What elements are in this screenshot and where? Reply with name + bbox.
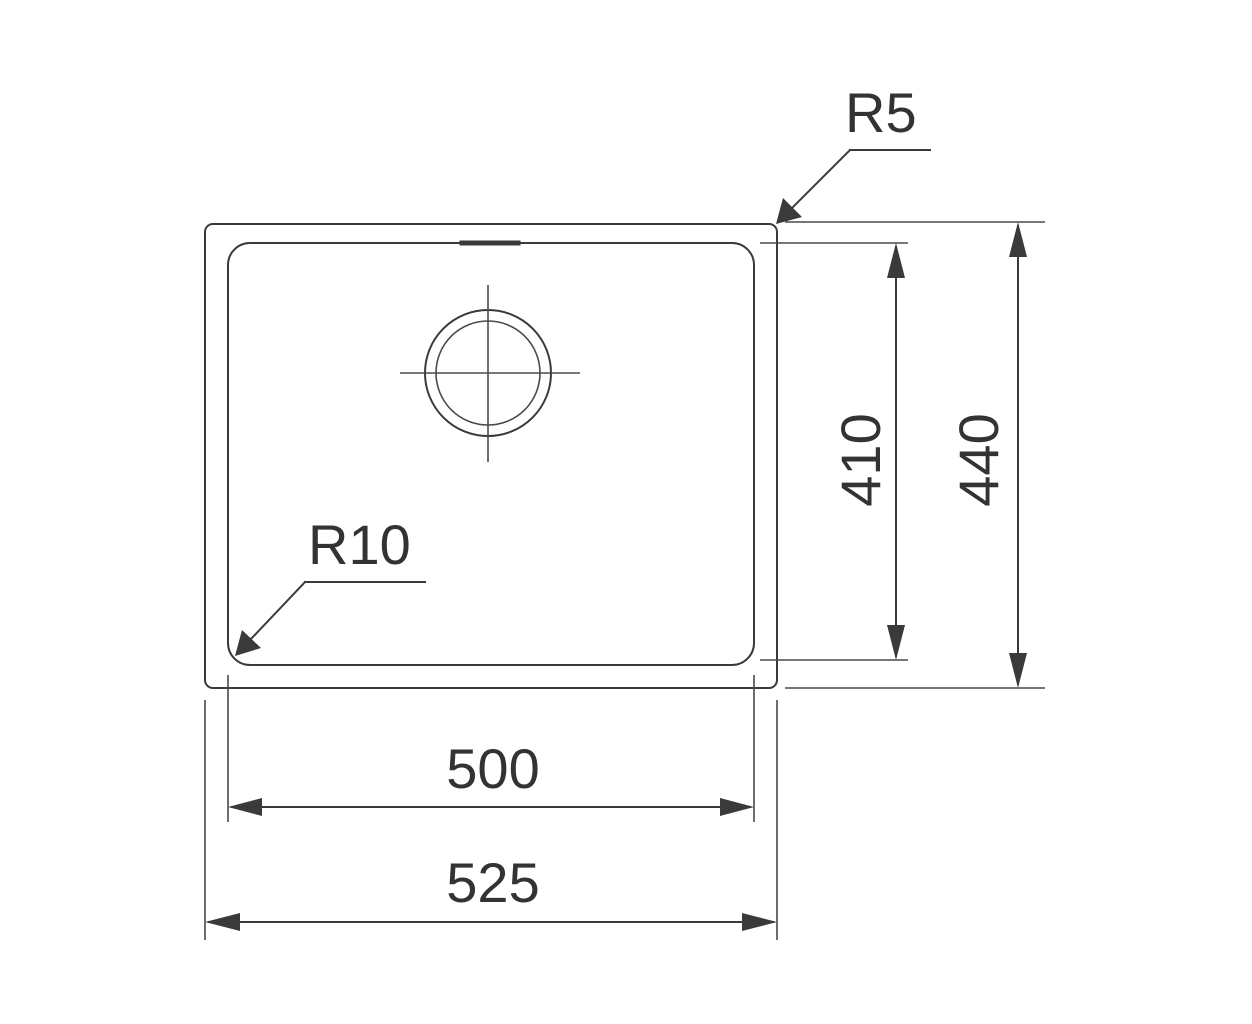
r5-leader bbox=[776, 148, 931, 224]
width-extension-lines bbox=[204, 675, 778, 940]
height-extension-lines bbox=[760, 221, 1045, 689]
inner-height-label: 410 bbox=[829, 413, 892, 506]
inner-bowl-outline bbox=[227, 242, 755, 666]
inner-height-dimension bbox=[887, 243, 905, 660]
drain-hole bbox=[400, 285, 580, 462]
outer-width-label: 525 bbox=[446, 851, 539, 914]
outer-width-dimension bbox=[205, 913, 777, 931]
r10-label: R10 bbox=[308, 513, 411, 576]
outer-sink-outline bbox=[204, 223, 778, 689]
inner-width-label: 500 bbox=[446, 737, 539, 800]
r10-leader bbox=[235, 580, 426, 656]
inner-width-dimension bbox=[228, 798, 754, 816]
outer-height-label: 440 bbox=[947, 413, 1010, 506]
r5-label: R5 bbox=[845, 81, 917, 144]
outer-height-dimension bbox=[1009, 222, 1027, 688]
